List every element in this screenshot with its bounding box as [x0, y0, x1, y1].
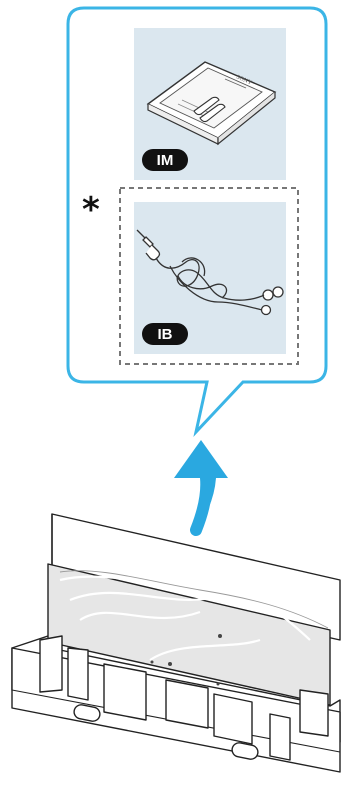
earphone-item: IB — [119, 187, 299, 365]
optional-dashed-box — [119, 187, 299, 365]
earphone-cable-icon — [136, 229, 284, 316]
tv-in-box-icon — [11, 513, 341, 773]
manual-badge-label: IM — [157, 152, 174, 169]
battery-icon — [193, 96, 226, 123]
curved-up-arrow-icon — [174, 440, 228, 536]
earbud-icon — [260, 286, 284, 316]
manual-badge: IM — [142, 149, 188, 171]
earphone-badge: IB — [142, 323, 188, 345]
earphone-badge-label: IB — [158, 326, 173, 343]
manual-item: SONY IM — [134, 28, 286, 180]
tv-rear — [47, 563, 331, 706]
box-handle — [73, 704, 259, 760]
optional-asterisk: * — [82, 190, 100, 230]
manual-with-batteries-icon — [146, 61, 277, 146]
